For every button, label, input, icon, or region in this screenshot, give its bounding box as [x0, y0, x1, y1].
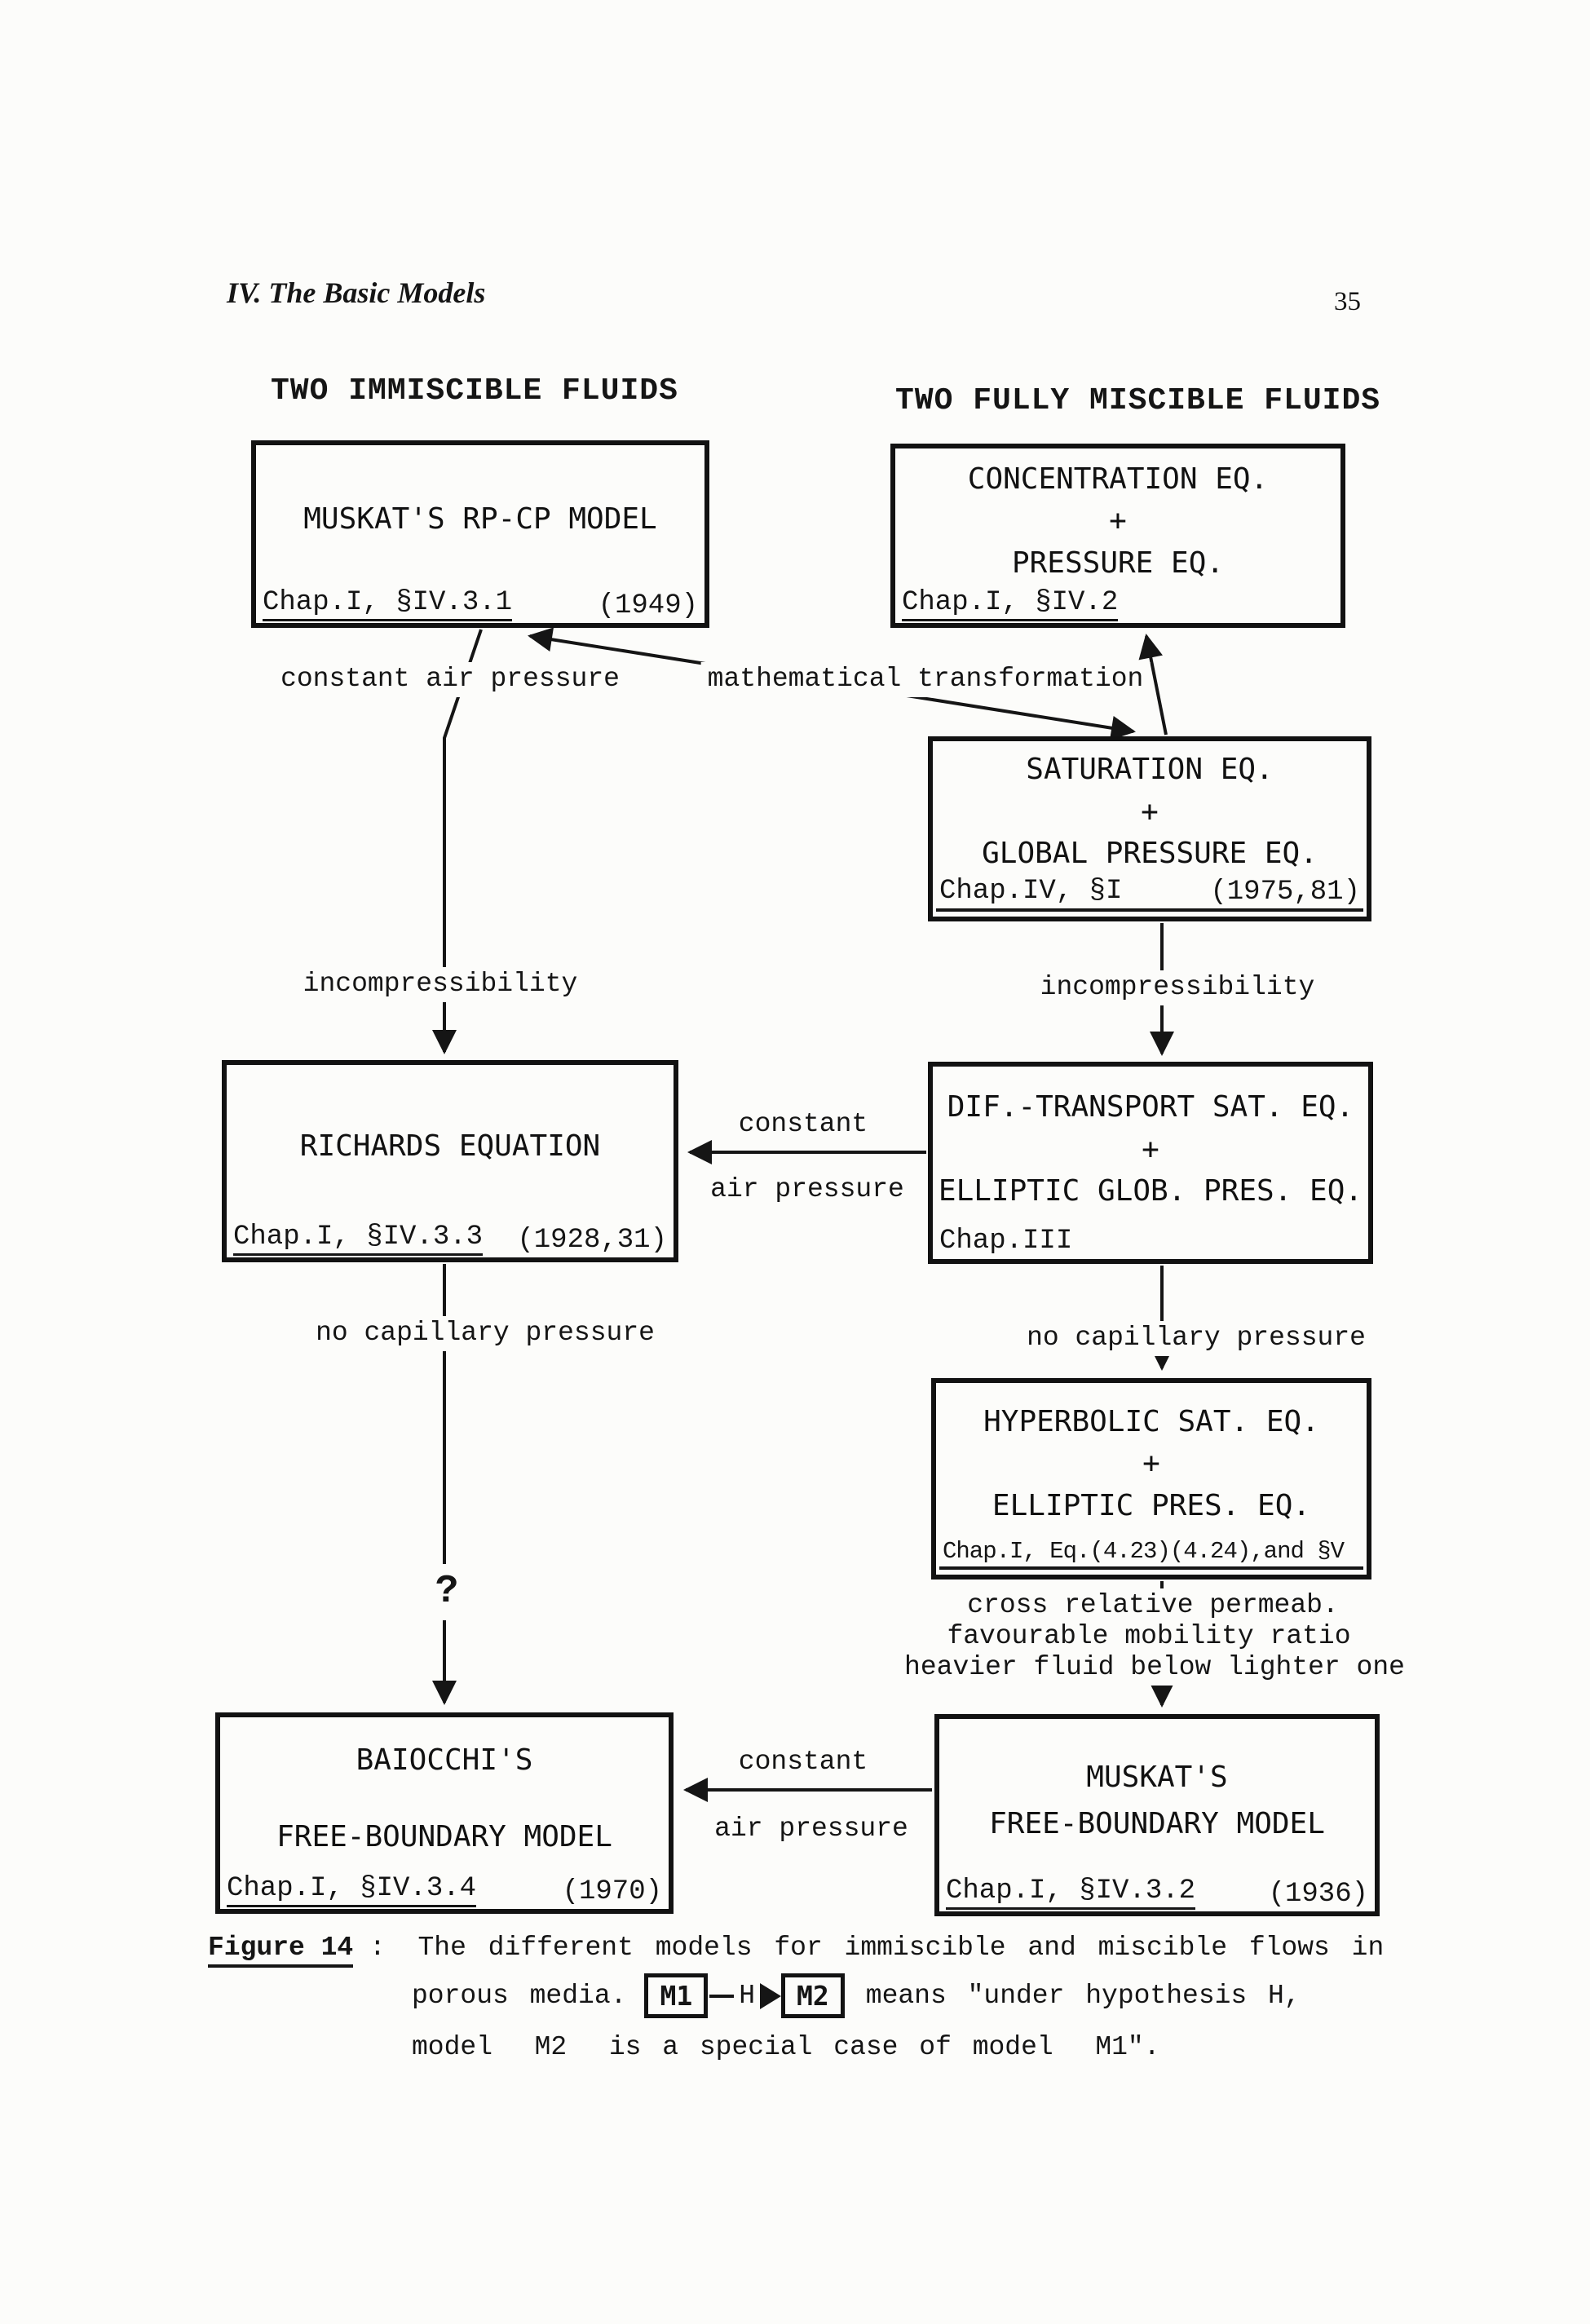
box-baiocchi-free-boundary: BAIOCCHI'S FREE-BOUNDARY MODEL Chap.I, §…: [215, 1712, 674, 1914]
label-incompressibility-left: incompressibility: [296, 967, 585, 1002]
label-hypothesis-line2: favourable mobility ratio: [940, 1619, 1358, 1655]
column-heading-immiscible: TWO IMMISCIBLE FLUIDS: [271, 373, 678, 409]
box-title: HYPERBOLIC SAT. EQ. + ELLIPTIC PRES. EQ.: [936, 1383, 1367, 1538]
caption-line1: Figure 14 : The different models for imm…: [208, 1933, 1385, 1968]
caption-connector-line: [709, 1994, 735, 1998]
box-muskat-rpcp-model: MUSKAT'S RP-CP MODEL Chap.I, §IV.3.1 (19…: [251, 440, 709, 628]
caption-line2-post: means "under hypothesis H,: [865, 1981, 1301, 2011]
running-header: IV. The Basic Models: [227, 276, 486, 309]
caption-line1-text: The different models for immiscible and …: [417, 1933, 1385, 1963]
label-hypothesis-line3: heavier fluid below lighter one: [898, 1650, 1411, 1686]
box-title-line: RICHARDS EQUATION: [299, 1129, 601, 1164]
label-hypothesis-line1: cross relative permeab.: [961, 1588, 1345, 1624]
label-question-mark: ?: [423, 1564, 470, 1620]
box-footer: Chap.I, §IV.2: [895, 587, 1340, 623]
label-no-capillary-right: no capillary pressure: [1020, 1321, 1372, 1356]
box-footer: Chap.I, §IV.3.1 (1949): [256, 587, 704, 623]
box-footer: Chap.IV, §I (1975,81): [936, 876, 1363, 912]
box-year: (1936): [1268, 1879, 1368, 1910]
box-year: (1970): [562, 1876, 662, 1907]
box-richards-equation: RICHARDS EQUATION Chap.I, §IV.3.3 (1928,…: [222, 1060, 678, 1262]
box-title-line: GLOBAL PRESSURE EQ.: [982, 837, 1318, 871]
caption-figure-label: Figure 14: [208, 1933, 354, 1968]
box-year: (1928,31): [517, 1225, 667, 1256]
box-title: CONCENTRATION EQ. + PRESSURE EQ.: [895, 448, 1340, 587]
box-title-plus: +: [1109, 504, 1127, 538]
box-chapter-ref: Chap.I, Eq.(4.23)(4.24),and §V: [943, 1538, 1345, 1565]
column-heading-miscible: TWO FULLY MISCIBLE FLUIDS: [895, 383, 1381, 418]
box-muskat-free-boundary: MUSKAT'S FREE-BOUNDARY MODEL Chap.I, §IV…: [934, 1714, 1380, 1916]
box-chapter-ref: Chap.I, §IV.3.3: [233, 1222, 484, 1256]
box-footer: Chap.I, §IV.3.3 (1928,31): [227, 1222, 674, 1257]
caption-line3: model M2 is a special case of model M1".: [412, 2032, 1160, 2062]
caption-line3-text: model M2 is a special case of model M1".: [412, 2032, 1160, 2062]
box-title-line: MUSKAT'S RP-CP MODEL: [303, 502, 657, 537]
box-year: (1975,81): [1210, 877, 1360, 908]
box-title-line: CONCENTRATION EQ.: [967, 462, 1269, 496]
box-year: (1949): [598, 590, 698, 621]
box-chapter-ref: Chap.I, §IV.2: [902, 587, 1119, 621]
box-title-line: MUSKAT'S: [1086, 1760, 1228, 1794]
box-title: BAIOCCHI'S FREE-BOUNDARY MODEL: [220, 1717, 669, 1873]
label-constant-bottom-bottom: air pressure: [708, 1812, 915, 1847]
box-chapter-ref: Chap.I, §IV.3.2: [946, 1876, 1196, 1910]
box-title-plus: +: [1142, 1132, 1159, 1166]
box-footer: Chap.I, §IV.3.2 (1936): [939, 1876, 1375, 1911]
box-chapter-ref: Chap.I, §IV.3.4: [227, 1873, 477, 1907]
label-constant-mid-top: constant: [731, 1107, 875, 1142]
label-constant-mid-bottom: air pressure: [704, 1173, 911, 1208]
box-title-line: SATURATION EQ.: [1026, 753, 1274, 787]
box-title: MUSKAT'S FREE-BOUNDARY MODEL: [939, 1719, 1375, 1876]
box-footer: Chap.I, §IV.3.4 (1970): [220, 1873, 669, 1909]
box-title-line: ELLIPTIC PRES. EQ.: [992, 1488, 1311, 1522]
box-footer: Chap.I, Eq.(4.23)(4.24),and §V: [939, 1538, 1363, 1570]
box-title-line: FREE-BOUNDARY MODEL: [989, 1807, 1325, 1840]
label-constant-air-pressure-top: constant air pressure: [274, 662, 626, 697]
box-title-line: PRESSURE EQ.: [1011, 546, 1225, 580]
caption-m2-box: M2: [781, 1973, 845, 2018]
box-title-line: ELLIPTIC GLOB. PRES. EQ.: [938, 1174, 1363, 1208]
box-title: SATURATION EQ. + GLOBAL PRESSURE EQ.: [933, 741, 1367, 876]
box-footer: Chap.III: [933, 1226, 1368, 1259]
box-chapter-ref: Chap.I, §IV.3.1: [263, 587, 513, 621]
box-title: MUSKAT'S RP-CP MODEL: [256, 445, 704, 587]
box-title-line: DIF.-TRANSPORT SAT. EQ.: [947, 1090, 1354, 1124]
caption-line2-pre: porous media.: [412, 1981, 627, 2011]
box-title-plus: +: [1141, 794, 1159, 828]
box-title: RICHARDS EQUATION: [227, 1065, 674, 1222]
box-title-line: HYPERBOLIC SAT. EQ.: [983, 1404, 1319, 1438]
box-hyperbolic-elliptic: HYPERBOLIC SAT. EQ. + ELLIPTIC PRES. EQ.…: [931, 1378, 1371, 1580]
arrow-saturation-to-concentration: [1138, 634, 1168, 736]
box-dif-transport: DIF.-TRANSPORT SAT. EQ. + ELLIPTIC GLOB.…: [928, 1062, 1373, 1264]
box-title-plus: +: [1142, 1447, 1160, 1481]
caption-m1-box: M1: [644, 1973, 709, 2018]
box-title: DIF.-TRANSPORT SAT. EQ. + ELLIPTIC GLOB.…: [933, 1067, 1368, 1226]
caption-arrow-icon: [760, 1982, 782, 2009]
label-no-capillary-left: no capillary pressure: [309, 1316, 661, 1351]
label-incompressibility-right: incompressibility: [1033, 970, 1322, 1005]
label-mathematical-transformation: mathematical transformation: [700, 662, 1151, 697]
caption-line2: porous media. M1 H M2 means "under hypot…: [412, 1973, 1301, 2018]
caption-colon: :: [369, 1933, 386, 1963]
caption-hypothesis-h: H: [739, 1981, 756, 2011]
box-chapter-ref: Chap.III: [939, 1226, 1073, 1257]
label-constant-bottom-top: constant: [731, 1745, 875, 1780]
page-number: 35: [1334, 287, 1361, 316]
box-saturation-global-pressure: SATURATION EQ. + GLOBAL PRESSURE EQ. Cha…: [928, 736, 1371, 921]
box-title-line: FREE-BOUNDARY MODEL: [276, 1819, 612, 1853]
box-concentration-pressure: CONCENTRATION EQ. + PRESSURE EQ. Chap.I,…: [890, 444, 1345, 628]
box-title-line: BAIOCCHI'S: [356, 1743, 533, 1778]
box-chapter-ref: Chap.IV, §I: [939, 876, 1123, 907]
